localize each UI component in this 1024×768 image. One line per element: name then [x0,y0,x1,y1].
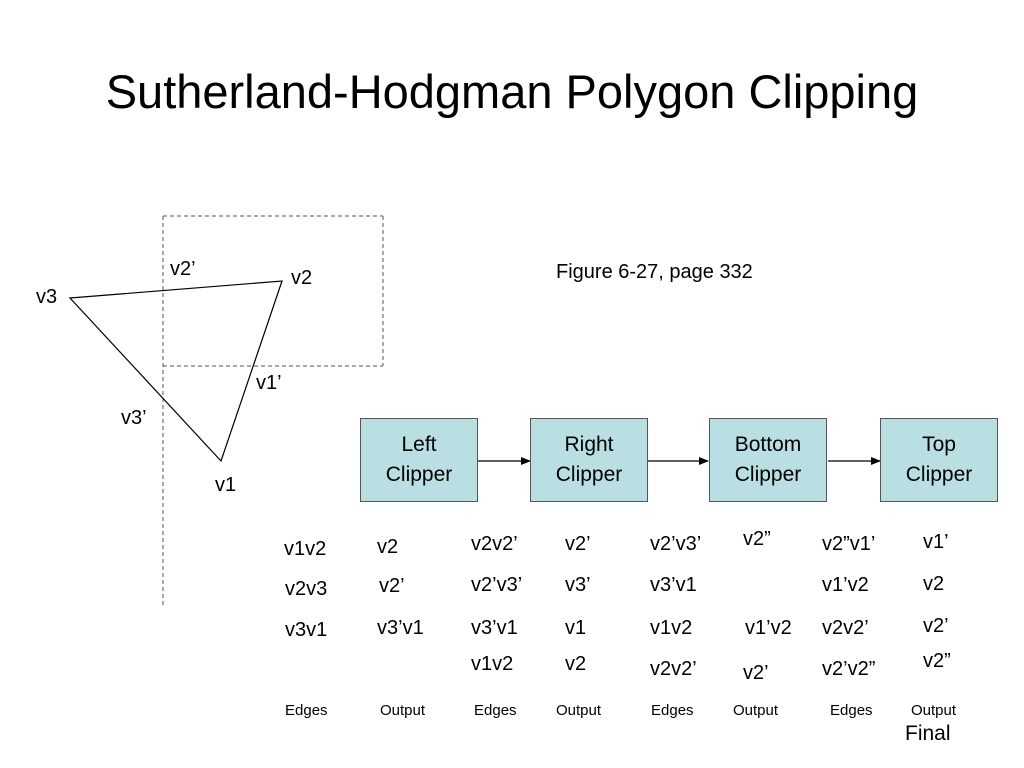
bottom-edge-item: v1v2 [650,617,693,639]
label-v2-prime: v2’ [170,258,196,280]
left-output-item: v2’ [379,575,405,597]
left-output-item: v2 [377,536,399,558]
top-output-item: v2” [923,650,951,672]
left-clipper-box: Left Clipper [360,418,478,502]
top-clipper-line2: Clipper [905,463,973,486]
column-header-edges: Edges [474,702,517,719]
right-clipper-line2: Clipper [555,463,623,486]
left-output-item: v3’v1 [377,617,424,639]
right-output-item: v2’ [565,533,591,555]
right-output-item: v1 [565,617,587,639]
page-title: Sutherland-Hodgman Polygon Clipping [105,65,919,118]
bottom-clipper-box: Bottom Clipper [709,418,827,502]
left-clipper-line1: Left [401,433,437,456]
right-clipper-box: Right Clipper [530,418,648,502]
bottom-output-item: v1’v2 [745,617,792,639]
triangle-polygon [68,280,283,463]
right-output-item: v2 [565,653,587,675]
top-output-item: v2 [923,573,945,595]
final-label: Final [905,722,951,745]
top-output-item: v2’ [923,615,949,637]
top-edge-item: v2v2’ [822,617,869,639]
label-v3-prime: v3’ [121,407,147,429]
label-v1: v1 [215,474,237,496]
bottom-clipper-line1: Bottom [734,433,802,456]
column-header-output: Output [733,702,779,719]
left-edge-item: v3v1 [285,619,328,641]
figure-caption: Figure 6-27, page 332 [556,261,753,283]
left-edge-item: v2v3 [285,578,328,600]
top-edge-item: v2’v2” [822,658,876,680]
left-clipper-line2: Clipper [385,463,453,486]
column-header-output: Output [380,702,426,719]
bottom-edge-item: v2v2’ [650,658,697,680]
bottom-edge-item: v3’v1 [650,574,697,596]
column-header-output: Output [911,702,957,719]
right-clipper-line1: Right [564,433,614,456]
bottom-clipper-line2: Clipper [734,463,802,486]
column-header-edges: Edges [651,702,694,719]
column-header-output: Output [556,702,602,719]
top-clipper-line1: Top [922,433,956,456]
top-output-item: v1’ [923,531,949,553]
top-clipper-box: Top Clipper [880,418,998,502]
bottom-edge-item: v2’v3’ [650,533,702,555]
column-header-edges: Edges [285,702,328,719]
top-edge-item: v1’v2 [822,574,869,596]
label-v3: v3 [36,286,58,308]
top-edge-item: v2”v1’ [822,533,876,555]
right-edge-item: v3’v1 [471,617,518,639]
right-edge-item: v2v2’ [471,533,518,555]
label-v2: v2 [291,267,313,289]
right-edge-item: v1v2 [471,653,514,675]
right-edge-item: v2’v3’ [471,574,523,596]
bottom-output-item: v2” [743,528,771,550]
left-edge-item: v1v2 [284,538,327,560]
label-v1-prime: v1’ [256,372,282,394]
bottom-output-item: v2’ [743,662,769,684]
column-header-edges: Edges [830,702,873,719]
right-output-item: v3’ [565,574,591,596]
